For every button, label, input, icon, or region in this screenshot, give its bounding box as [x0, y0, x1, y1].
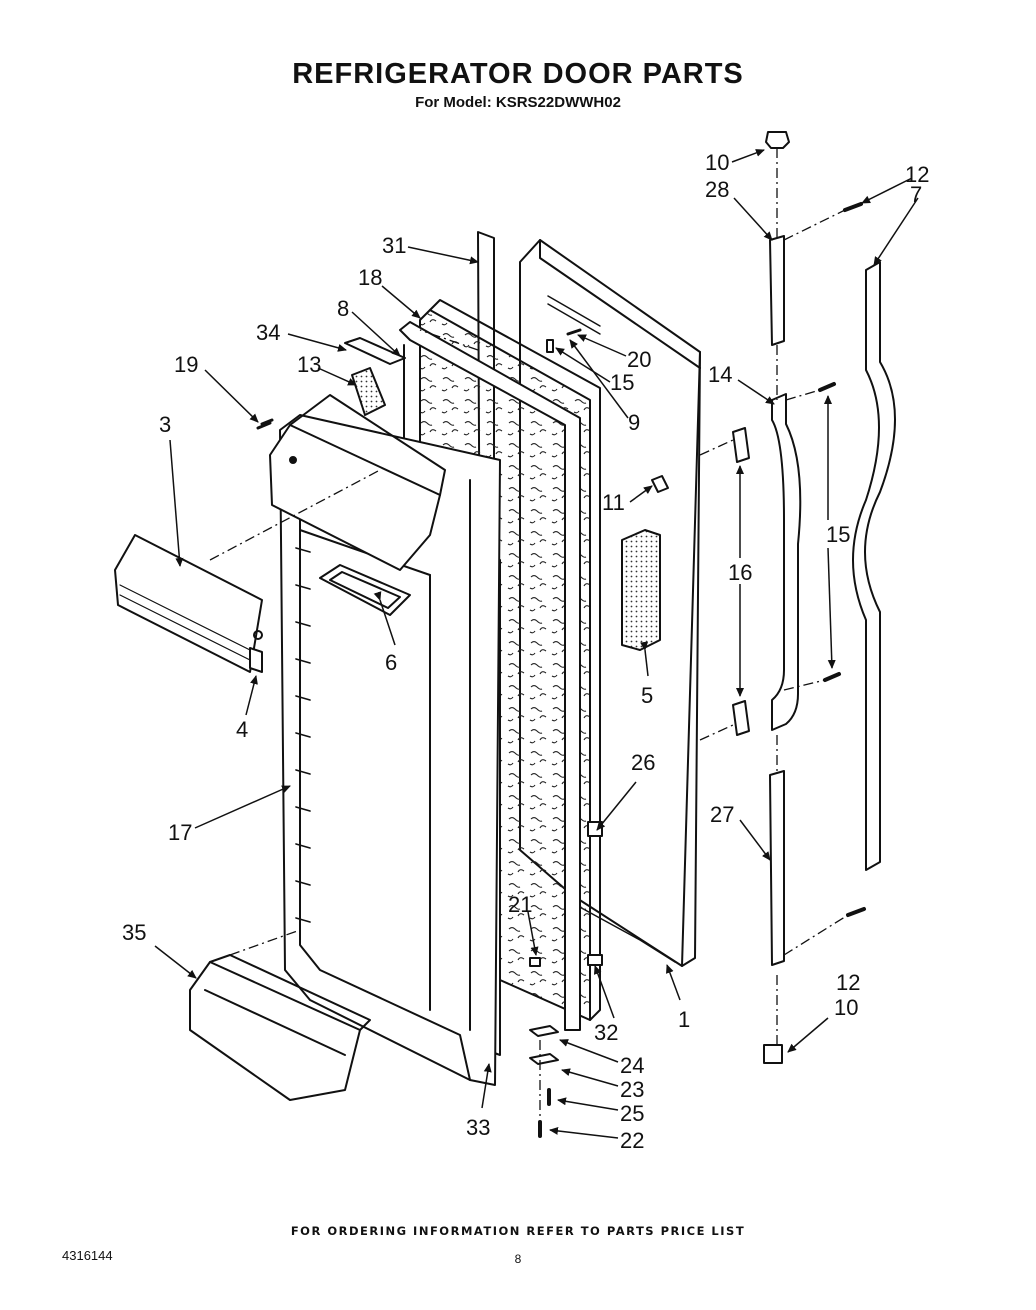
- callout-18: 18: [358, 265, 382, 290]
- foam-block: [621, 529, 661, 651]
- handle-cap-10a: [765, 131, 790, 149]
- callout-6: 6: [385, 650, 397, 675]
- callout-8: 8: [337, 296, 349, 321]
- callout-23: 23: [620, 1077, 644, 1102]
- callout-10-bottom: 10: [834, 995, 858, 1020]
- callout-1: 1: [678, 1007, 690, 1032]
- callout-7: 7: [910, 182, 922, 207]
- callout-15-b: 15: [826, 522, 850, 547]
- callout-14: 14: [708, 362, 732, 387]
- page-number: 8: [514, 1252, 522, 1266]
- callout-22: 22: [620, 1128, 644, 1153]
- dispenser-housing: [269, 394, 446, 571]
- callout-28: 28: [705, 177, 729, 202]
- bracket-26: [587, 821, 603, 837]
- callout-35: 35: [122, 920, 146, 945]
- bracket-21: [529, 957, 541, 967]
- callout-26: 26: [631, 750, 655, 775]
- callout-21: 21: [508, 892, 532, 917]
- callout-10-top: 10: [705, 150, 729, 175]
- handle-trim-7: [852, 261, 896, 871]
- callout-9: 9: [628, 410, 640, 435]
- screw-15c: [823, 672, 841, 682]
- callout-4: 4: [236, 717, 248, 742]
- callout-11: 11: [602, 490, 625, 515]
- callout-19: 19: [174, 352, 198, 377]
- callout-31: 31: [382, 233, 406, 258]
- callout-24: 24: [620, 1053, 644, 1078]
- callout-12-top: 12: [905, 162, 929, 187]
- plug-32: [587, 954, 603, 966]
- callout-15-a: 15: [610, 370, 634, 395]
- callout-3: 3: [159, 412, 171, 437]
- hinge-24: [529, 1025, 559, 1037]
- callout-25: 25: [620, 1101, 644, 1126]
- callout-20: 20: [627, 347, 651, 372]
- callout-27: 27: [710, 802, 734, 827]
- mount-16a: [732, 427, 750, 463]
- dispenser-front-cover: [114, 534, 263, 673]
- handle-bracket-27: [769, 770, 785, 966]
- ordering-note: FOR ORDERING INFORMATION REFER TO PARTS …: [290, 1224, 746, 1238]
- callout-34: 34: [256, 320, 280, 345]
- model-subtitle: For Model: KSRS22DWWH02: [415, 94, 621, 111]
- handle-cap-10b: [763, 1044, 783, 1064]
- callout-13: 13: [297, 352, 321, 377]
- screw-19: [256, 418, 274, 430]
- callout-5: 5: [641, 683, 653, 708]
- callout-32: 32: [594, 1020, 618, 1045]
- top-trim-piece: [344, 337, 406, 365]
- callout-16: 16: [728, 560, 752, 585]
- screw-15a: [546, 339, 554, 353]
- document-number: 4316144: [62, 1248, 113, 1263]
- callout-labels: 10 28 12 7 31 18 8 34 13 19 20 15 9 14 3…: [122, 150, 929, 1153]
- door-bin: [189, 954, 371, 1101]
- door-gasket: [399, 321, 581, 1031]
- handle-bracket-28: [769, 235, 785, 346]
- callout-33: 33: [466, 1115, 490, 1140]
- page-title: REFRIGERATOR DOOR PARTS: [292, 58, 744, 90]
- screw-20: [566, 328, 582, 336]
- handle-14: [771, 393, 802, 731]
- clip-11: [651, 475, 669, 493]
- hinge-23: [529, 1053, 559, 1065]
- screw-12b: [846, 907, 866, 917]
- drip-tray: [319, 564, 411, 616]
- retainer-block: [351, 367, 386, 416]
- screw-15b: [818, 382, 836, 392]
- cover-clip: [249, 647, 263, 673]
- callout-12-bottom: 12: [836, 970, 860, 995]
- mount-16b: [732, 700, 750, 736]
- screw-12a: [843, 202, 863, 212]
- callout-17: 17: [168, 820, 192, 845]
